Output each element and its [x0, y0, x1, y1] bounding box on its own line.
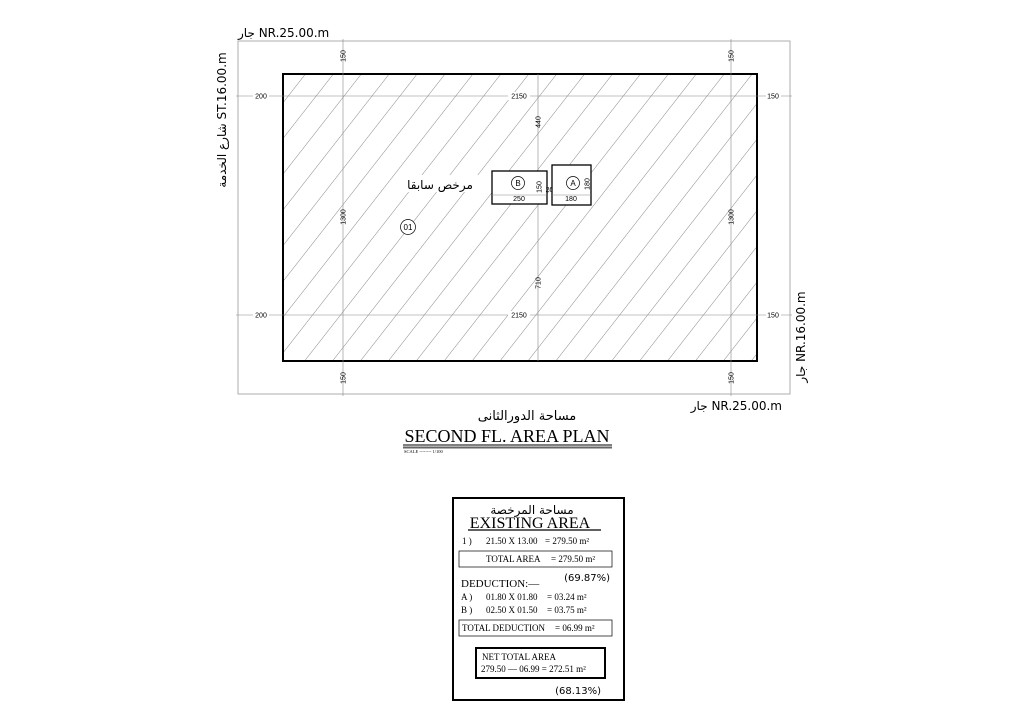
deduction-label: DEDUCTION:— [461, 578, 540, 590]
right-neighbor-label: جار NR.16.00.m [794, 291, 809, 383]
dim-span-bottom: 2150 [511, 313, 527, 320]
dimension-labels: 200 2150 150 200 2150 150 150 150 150 15… [253, 50, 781, 384]
total-deduction-value: = 06.99 m² [555, 623, 595, 633]
ded-b-result: = 03.75 m² [547, 605, 587, 615]
net-total-calc: 279.50 — 06.99 = 272.51 m² [481, 664, 586, 674]
dim-left-bottom: 200 [255, 313, 267, 320]
unit-tag-label: 01 [404, 223, 413, 232]
ded-b-index: B ) [461, 605, 472, 615]
dim-height-right: 1300 [729, 209, 736, 225]
table-title: EXISTING AREA [470, 515, 591, 532]
table-arabic-title: مساحة المرخصة [490, 503, 573, 518]
total-area-label: TOTAL AREA [486, 554, 541, 564]
opening-gap: 20 [546, 187, 554, 194]
top-neighbor-label: جار NR.25.00.m [237, 26, 329, 41]
dim-height-left: 1300 [341, 209, 348, 225]
total-area-value: = 279.50 m² [551, 554, 595, 564]
opening-b: B 250 150 [491, 170, 548, 205]
net-total-label: NET TOTAL AREA [482, 652, 556, 662]
dim-bottom-left-col: 150 [341, 372, 348, 384]
row1-calc: 21.50 X 13.00 [486, 536, 538, 546]
opening-b-tag [511, 176, 525, 190]
opening-b-width: 250 [513, 196, 525, 203]
opening-a-height: 180 [585, 178, 592, 190]
net-percent: (68.13%) [555, 686, 601, 697]
dim-span-top: 2150 [511, 94, 527, 101]
dim-left-top: 200 [255, 94, 267, 101]
plot-boundary [237, 40, 791, 395]
row1-index: 1 ) [462, 536, 472, 546]
ded-a-calc: 01.80 X 01.80 [486, 592, 538, 602]
opening-a-width: 180 [565, 196, 577, 203]
opening-a-label: A [570, 179, 576, 188]
left-street-label: شارع الخدمة ST.16.00.m [215, 52, 230, 187]
opening-a: A 180 180 [551, 164, 592, 206]
dim-top-left-col: 150 [341, 50, 348, 62]
dim-upper-mid: 440 [536, 116, 543, 128]
dim-bottom-right-col: 150 [729, 372, 736, 384]
opening-b-label: B [515, 179, 520, 188]
plan-title-arabic: مساحة الدورالثانى [478, 409, 577, 424]
ded-b-calc: 02.50 X 01.50 [486, 605, 538, 615]
dim-right-top: 150 [767, 94, 779, 101]
licensed-label: مرخص سابقا [407, 178, 473, 193]
plan-title: SECOND FL. AREA PLAN [404, 426, 609, 446]
total-percent: (69.87%) [564, 573, 610, 584]
row1-result: = 279.50 m² [545, 536, 589, 546]
dim-top-right-col: 150 [729, 50, 736, 62]
ded-a-result: = 03.24 m² [547, 592, 587, 602]
unit-tag [400, 219, 416, 235]
dim-right-bottom: 150 [767, 313, 779, 320]
area-table: مساحة المرخصة EXISTING AREA 1 ) 21.50 X … [452, 497, 625, 701]
dim-lower-mid: 710 [536, 277, 543, 289]
bottom-neighbor-label: جار NR.25.00.m [690, 399, 782, 414]
ded-a-index: A ) [461, 592, 472, 602]
opening-b-height: 150 [537, 181, 544, 193]
scale-label: SCALE -------- 1/100 [404, 449, 443, 454]
total-deduction-label: TOTAL DEDUCTION [462, 623, 546, 633]
opening-a-tag [566, 176, 580, 190]
